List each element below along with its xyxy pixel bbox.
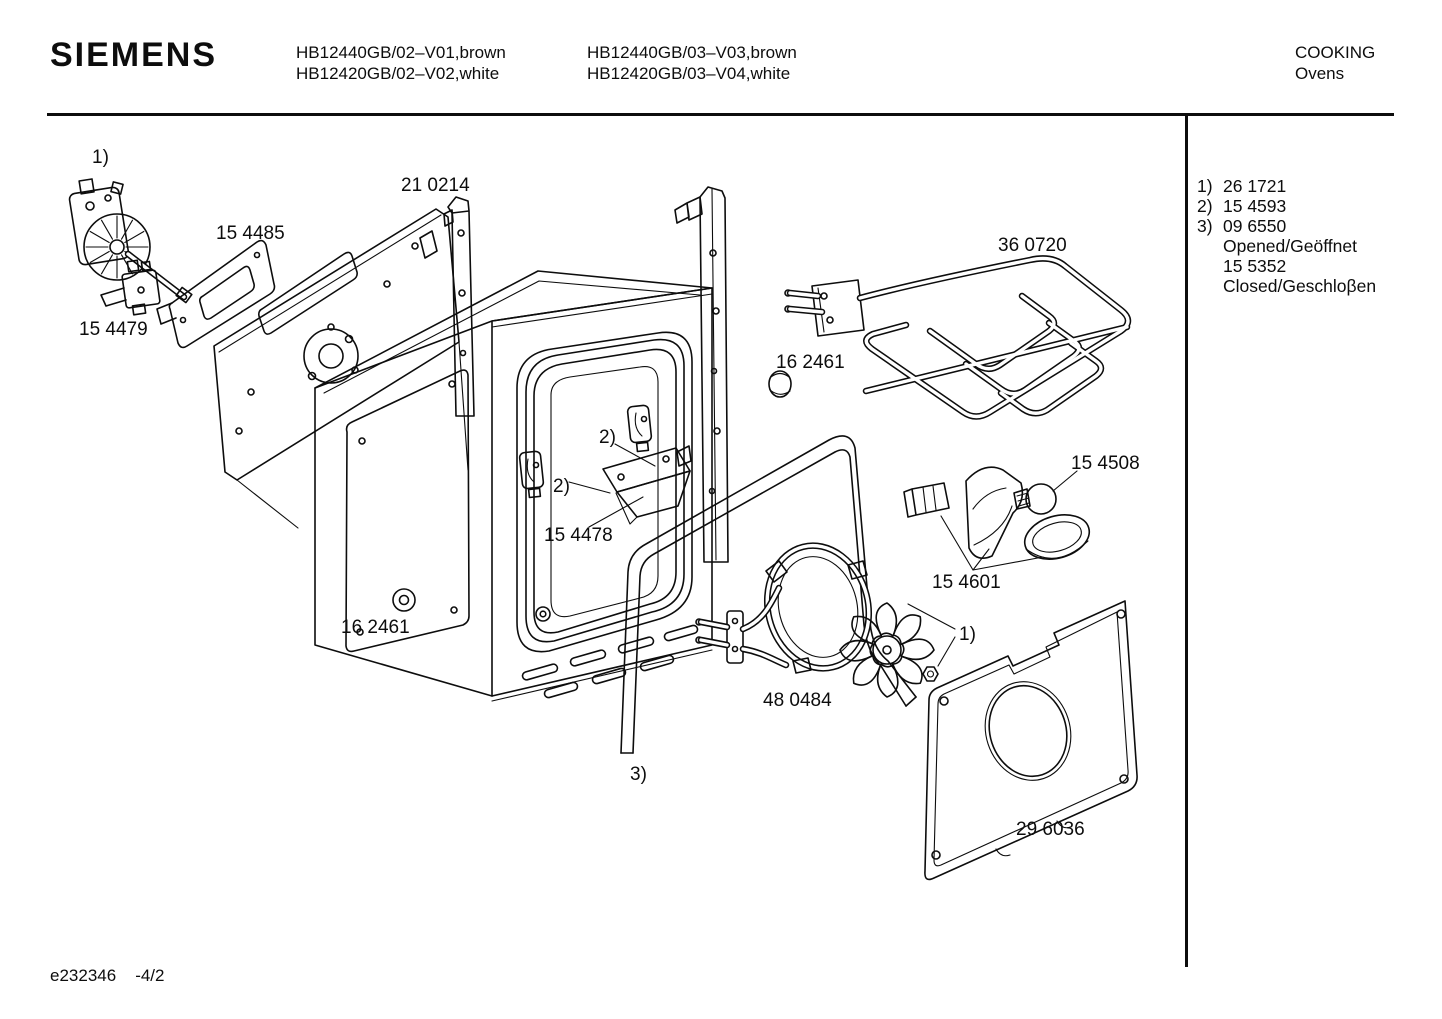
part-fan-impeller [839, 602, 956, 698]
part-hinge-bracket [568, 443, 691, 528]
legend-row: 1) 26 1721 [1197, 176, 1376, 196]
part-right-rail [674, 186, 729, 563]
part-label-154601: 15 4601 [932, 572, 1001, 593]
callout-clip-a: 2) [599, 427, 616, 448]
category-block: COOKING Ovens [1295, 42, 1375, 84]
part-grill-element [784, 255, 1132, 420]
category-label: COOKING [1295, 43, 1376, 62]
legend-marker: 2) [1197, 196, 1213, 216]
subcategory-label: Ovens [1295, 64, 1345, 83]
legend: 1) 26 1721 2) 15 4593 3) 09 6550 Opened/Geö… [1197, 176, 1376, 296]
legend-row: 3) 09 6550 [1197, 216, 1376, 236]
part-labels: 1) 21 0214 15 4485 15 4479 16 2461 2) 2)… [79, 147, 1140, 840]
callout-clip-b: 2) [553, 476, 570, 497]
legend-note: Opened/Geöffnet [1223, 236, 1357, 256]
legend-divider [1185, 116, 1188, 967]
page-reference: -4/2 [135, 966, 165, 985]
part-left-rail [443, 196, 475, 417]
model-line: HB12420GB/03–V04,white [587, 64, 791, 83]
part-back-panel [213, 208, 469, 529]
part-door-clips [518, 404, 653, 499]
legend-note: Closed/Geschloβen [1223, 276, 1377, 296]
document-id: e232346 [50, 966, 117, 985]
callout-impeller: 1) [959, 624, 976, 645]
part-fan-motor [68, 178, 193, 304]
part-label-296036: 29 6036 [1016, 819, 1085, 840]
legend-note: 15 5352 [1223, 256, 1287, 276]
part-label-154478: 15 4478 [544, 525, 613, 546]
lamp-bulb [1025, 483, 1057, 515]
part-label-154508: 15 4508 [1071, 453, 1140, 474]
model-line: HB12440GB/03–V03,brown [587, 43, 797, 62]
part-oven-cavity [314, 270, 713, 702]
callout-gasket: 3) [630, 764, 647, 785]
part-back-cover [924, 600, 1138, 881]
part-label-360720: 36 0720 [998, 235, 1067, 256]
part-grommet-lower [392, 588, 416, 612]
legend-code: 26 1721 [1223, 176, 1287, 196]
part-label-154485: 15 4485 [216, 223, 285, 244]
brand-logo: SIEMENS [50, 36, 218, 74]
part-knob-upper [768, 370, 792, 398]
part-label-162461-b: 16 2461 [341, 617, 410, 638]
part-lamp-assembly [903, 466, 1091, 571]
legend-row: 2) 15 4593 [1197, 196, 1376, 216]
model-line: HB12420GB/02–V02,white [296, 64, 500, 83]
legend-code: 09 6550 [1223, 216, 1287, 236]
legend-marker: 3) [1197, 216, 1213, 236]
footer: e232346 -4/2 [50, 966, 164, 986]
part-switch [100, 259, 161, 316]
legend-marker: 1) [1197, 176, 1213, 196]
part-label-162461-a: 16 2461 [776, 352, 845, 373]
part-label-154479: 15 4479 [79, 319, 148, 340]
part-ring-element [695, 542, 873, 674]
part-control-bracket [156, 239, 276, 349]
part-label-210214: 21 0214 [401, 175, 470, 196]
callout-fan-motor: 1) [92, 147, 109, 168]
vent-grille [988, 684, 1068, 778]
legend-code: 15 4593 [1223, 196, 1287, 216]
part-label-480484: 48 0484 [763, 690, 832, 711]
header-divider [47, 113, 1394, 116]
model-line: HB12440GB/02–V01,brown [296, 43, 506, 62]
